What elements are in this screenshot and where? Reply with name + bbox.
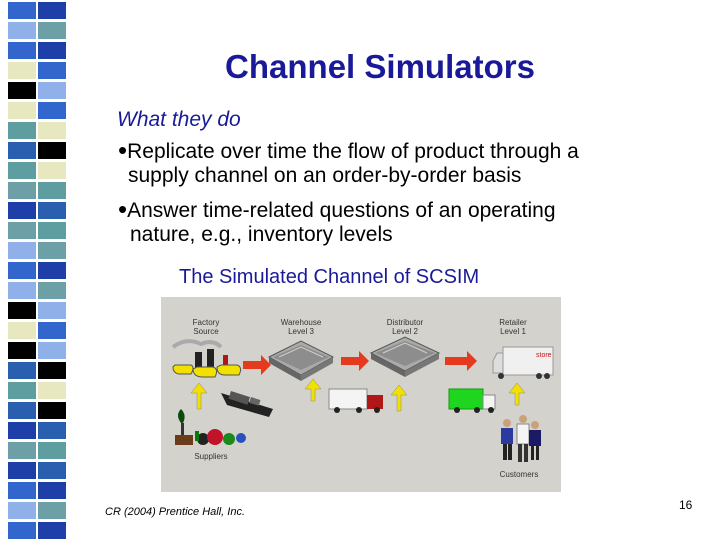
suppliers-icon: [175, 409, 246, 445]
customers-label: Customers: [500, 470, 539, 479]
node-label-retailer: Retailer: [499, 318, 527, 327]
footer-copyright: CR (2004) Prentice Hall, Inc.: [105, 506, 245, 518]
bullet-dot-icon: •: [118, 194, 128, 224]
bullet-1-line-1: Replicate over time the flow of product …: [127, 140, 579, 163]
bullet-2: •Answer time-related questions of an ope…: [118, 193, 556, 224]
node-label-distributor-2: Level 2: [392, 327, 418, 336]
suppliers-label: Suppliers: [194, 452, 227, 461]
bullet-2-line-1: Answer time-related questions of an oper…: [127, 199, 556, 222]
bullet-1: •Replicate over time the flow of product…: [118, 134, 579, 165]
flow-arrows: [243, 351, 477, 375]
node-label-retailer-2: Level 1: [500, 327, 526, 336]
bullet-dot-icon: •: [118, 135, 128, 165]
bullet-2-line-2: nature, e.g., inventory levels: [130, 223, 393, 246]
node-label-factory-2: Source: [193, 327, 219, 336]
truck-white-icon: [328, 388, 383, 413]
supply-arrows: [190, 378, 526, 412]
warehouse-icon: [267, 340, 335, 381]
page-number: 16: [679, 498, 693, 512]
ship-icon: [221, 391, 273, 417]
node-label-factory: Factory: [193, 318, 220, 327]
decorative-side-strip: [0, 0, 70, 540]
figure-caption: The Simulated Channel of SCSIM: [179, 266, 480, 288]
node-label-warehouse-2: Level 3: [288, 327, 314, 336]
node-label-warehouse: Warehouse: [281, 318, 322, 327]
retailer-truck-icon: store: [492, 346, 554, 379]
channel-diagram: Factory Source Warehouse Level 3 Distrib…: [161, 297, 561, 492]
customers-icon: [501, 415, 541, 462]
node-label-distributor: Distributor: [387, 318, 424, 327]
retail-sign: store: [536, 352, 552, 359]
subheading: What they do: [117, 108, 241, 131]
slide-title: Channel Simulators: [225, 48, 535, 85]
factory-icon: [171, 339, 242, 378]
truck-green-icon: [448, 388, 496, 413]
bullet-1-line-2: supply channel on an order-by-order basi…: [128, 164, 522, 187]
distributor-icon: [369, 336, 441, 377]
